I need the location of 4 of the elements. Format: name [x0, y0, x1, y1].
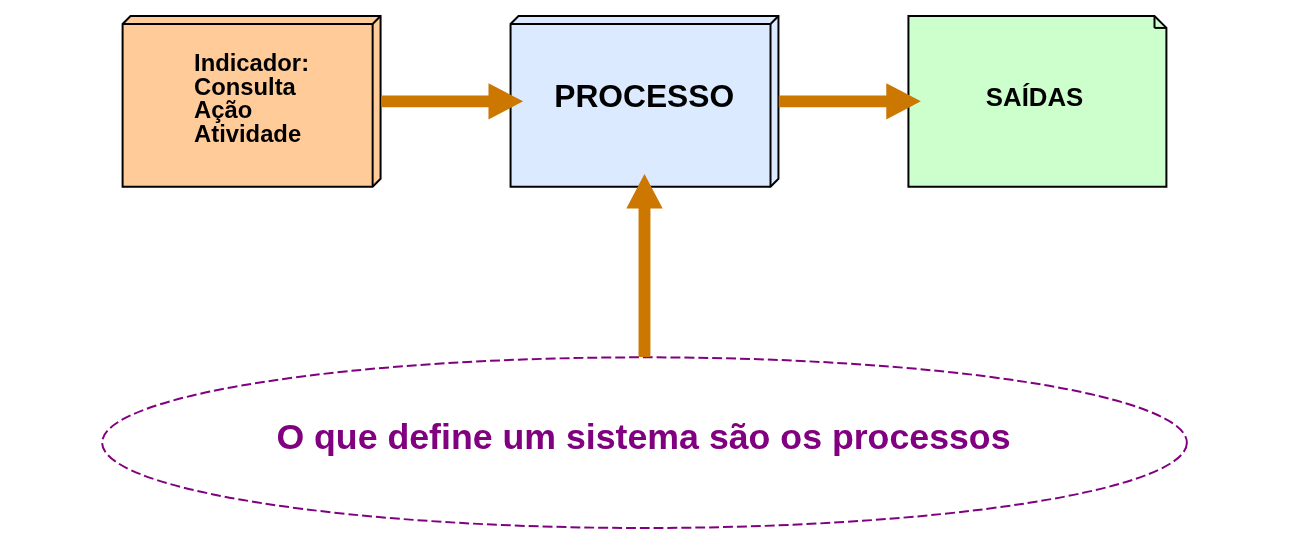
arrow	[626, 173, 663, 358]
arrow	[778, 83, 921, 120]
arrow	[381, 83, 524, 120]
node-ellipse: O que define um sistema são os processos	[101, 356, 1188, 529]
